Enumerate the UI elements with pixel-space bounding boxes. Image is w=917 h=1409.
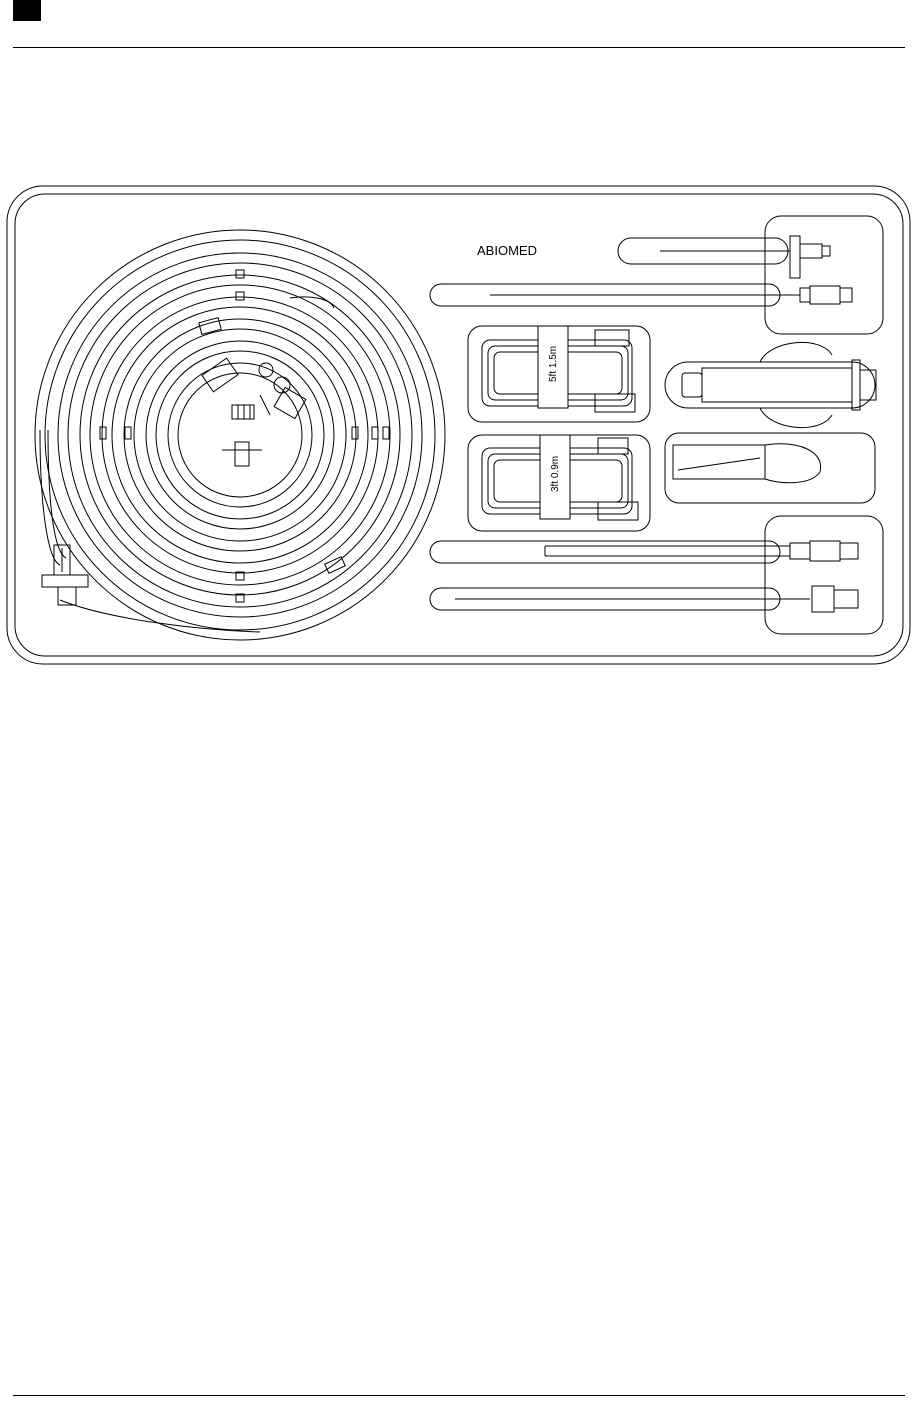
coiled-catheter [35,230,445,640]
syringe-pocket [665,342,876,427]
catheter-hub [42,545,88,605]
scalpel-pocket [665,433,875,503]
needle-pocket-bottom [430,516,883,634]
cable-label-bottom: 3ft 0.9m [550,456,561,492]
brand-label: ABIOMED [477,243,537,258]
cable-label-top: 5ft 1.5m [548,346,559,382]
tray-outline [7,186,910,664]
needle-pocket-top [618,216,883,334]
header-block [13,0,41,21]
dilator-row [430,284,852,306]
cable-pocket-bottom: 3ft 0.9m [468,435,650,531]
header-rule [13,47,905,48]
kit-tray-diagram: ABIOMED 5ft 1.5m [0,180,917,670]
footer-rule [13,1395,905,1396]
cable-pocket-top: 5ft 1.5m [468,326,650,422]
